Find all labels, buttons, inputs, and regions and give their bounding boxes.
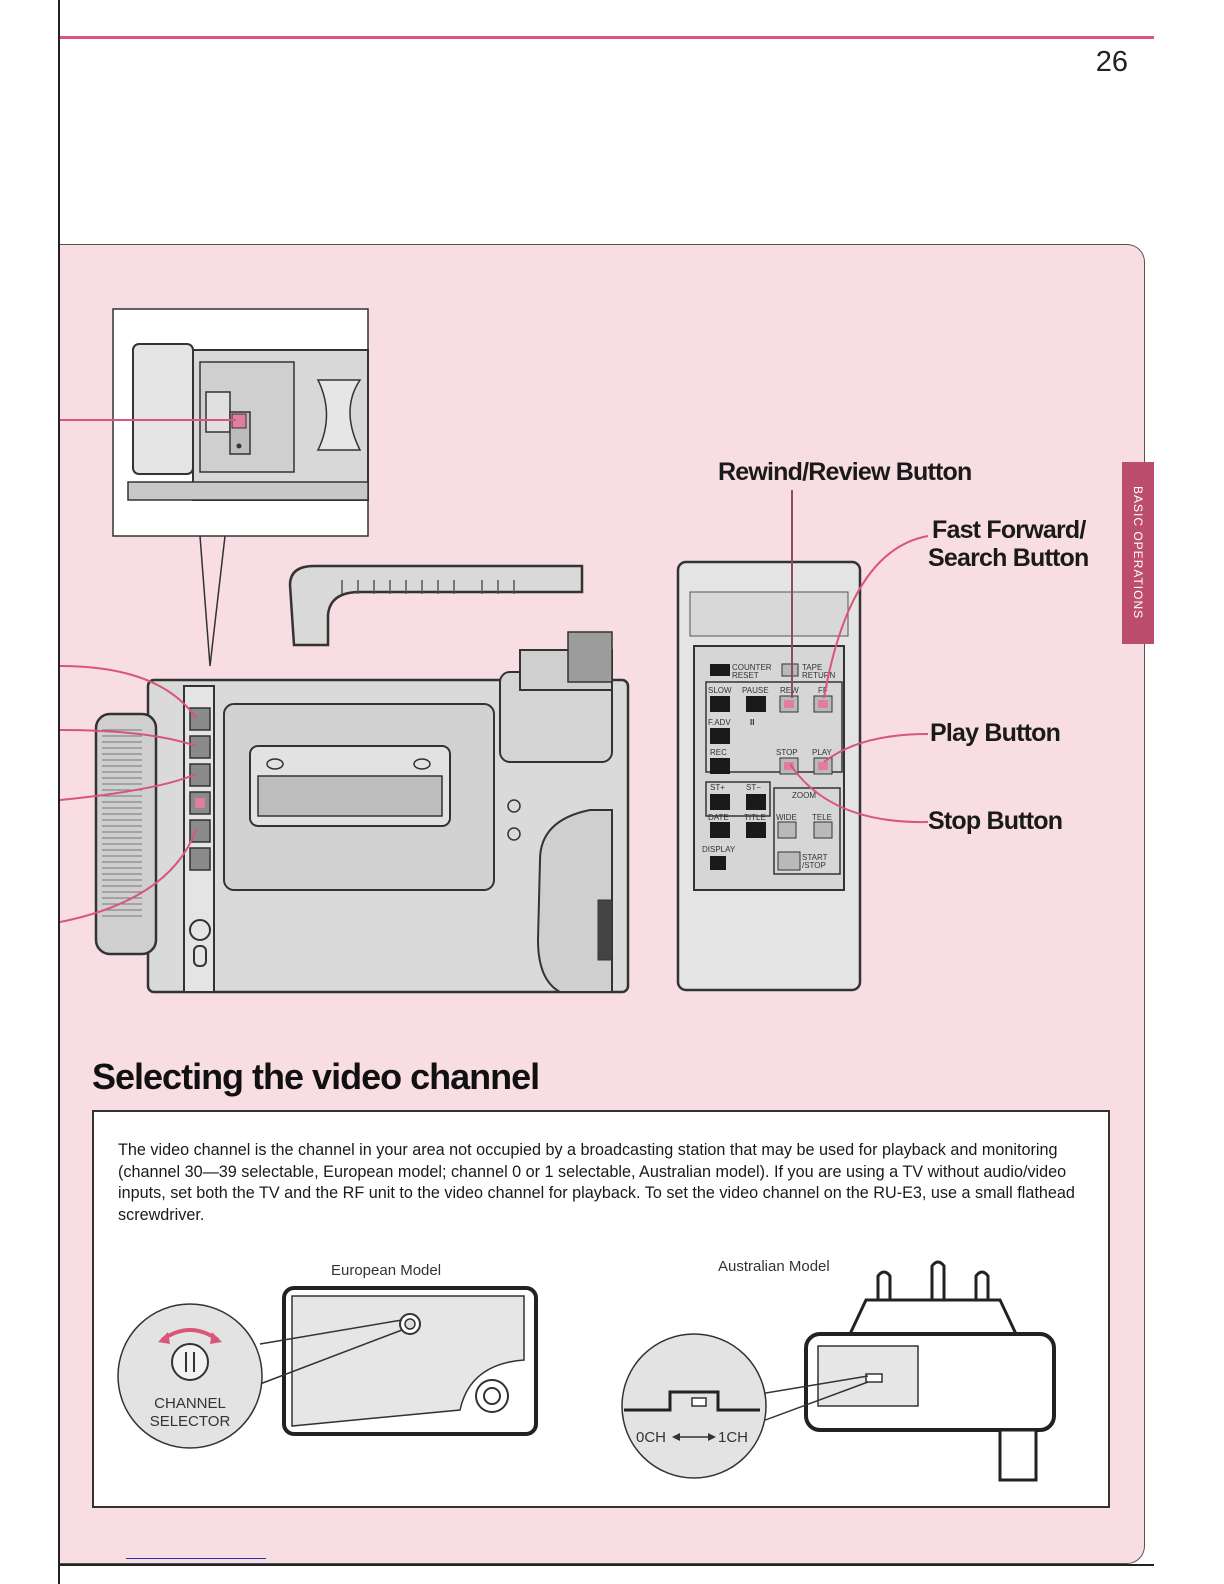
remote-date-label: DATE (708, 813, 729, 822)
remote-start-label: START (802, 853, 828, 862)
body-paragraph: The video channel is the channel in your… (118, 1141, 1075, 1224)
remote-play-label: PLAY (812, 748, 833, 757)
remote-tape-return-label-2: RETURN (802, 671, 836, 680)
remote-stop-label: STOP (776, 748, 798, 757)
remote-pause-symbol: II (750, 718, 754, 727)
section-tab: BASIC OPERATIONS (1122, 462, 1154, 644)
remote-rew-label: REW (780, 686, 799, 695)
section-title: Selecting the video channel (92, 1056, 540, 1097)
header-rule (60, 36, 1154, 39)
channel-selector-label: CHANNEL (154, 1395, 226, 1412)
remote-display-label: DISPLAY (702, 845, 736, 854)
channel-selector-label-2: SELECTOR (150, 1413, 231, 1430)
remote-zoom-label: ZOOM (792, 791, 816, 800)
remote-title-label: TITLE (744, 813, 766, 822)
remote-slow-label: SLOW (708, 686, 732, 695)
section-tab-label: BASIC OPERATIONS (1131, 486, 1145, 620)
remote-control: COUNTER RESET TAPE RETURN SLOW PAUSE REW… (676, 560, 862, 992)
callout-rewind-review: Rewind/Review Button (718, 458, 972, 486)
remote-wide-label: WIDE (776, 813, 797, 822)
channel-0-label: 0CH (636, 1429, 666, 1446)
page-number: 26 (1095, 46, 1128, 78)
remote-pause-label: PAUSE (742, 686, 769, 695)
european-model-label: European Model (331, 1262, 442, 1279)
european-model-diagram: CHANNEL SELECTOR (117, 1286, 538, 1449)
footer-accent (126, 1558, 266, 1559)
remote-tape-return-label: TAPE (802, 663, 822, 672)
callout-play: Play Button (930, 719, 1061, 747)
remote-st-minus-label: ST− (746, 783, 761, 792)
callout-stop: Stop Button (928, 807, 1063, 835)
remote-rec-label: REC (710, 748, 727, 757)
remote-ff-label: FF (818, 686, 828, 695)
camcorder (94, 564, 630, 994)
footer-rule (60, 1564, 1154, 1566)
remote-fadv-label: F.ADV (708, 718, 731, 727)
callout-fast-forward-line1: Fast Forward/ (932, 516, 1086, 544)
callout-fast-forward-line2: Search Button (928, 544, 1089, 572)
camcorder-remote-illustration: COUNTER RESET TAPE RETURN SLOW PAUSE REW… (60, 308, 929, 994)
remote-tele-label: TELE (812, 813, 832, 822)
australian-model-diagram: 0CH 1CH (621, 1260, 1056, 1482)
remote-counter-reset-label-2: RESET (732, 671, 759, 680)
remote-start-label-2: /STOP (802, 861, 826, 870)
left-margin-rule (58, 0, 60, 1584)
remote-st-plus-label: ST+ (710, 783, 725, 792)
inset-detail (112, 308, 369, 667)
australian-model-label: Australian Model (718, 1258, 830, 1275)
remote-counter-reset-label: COUNTER (732, 663, 772, 672)
channel-1-label: 1CH (718, 1429, 748, 1446)
